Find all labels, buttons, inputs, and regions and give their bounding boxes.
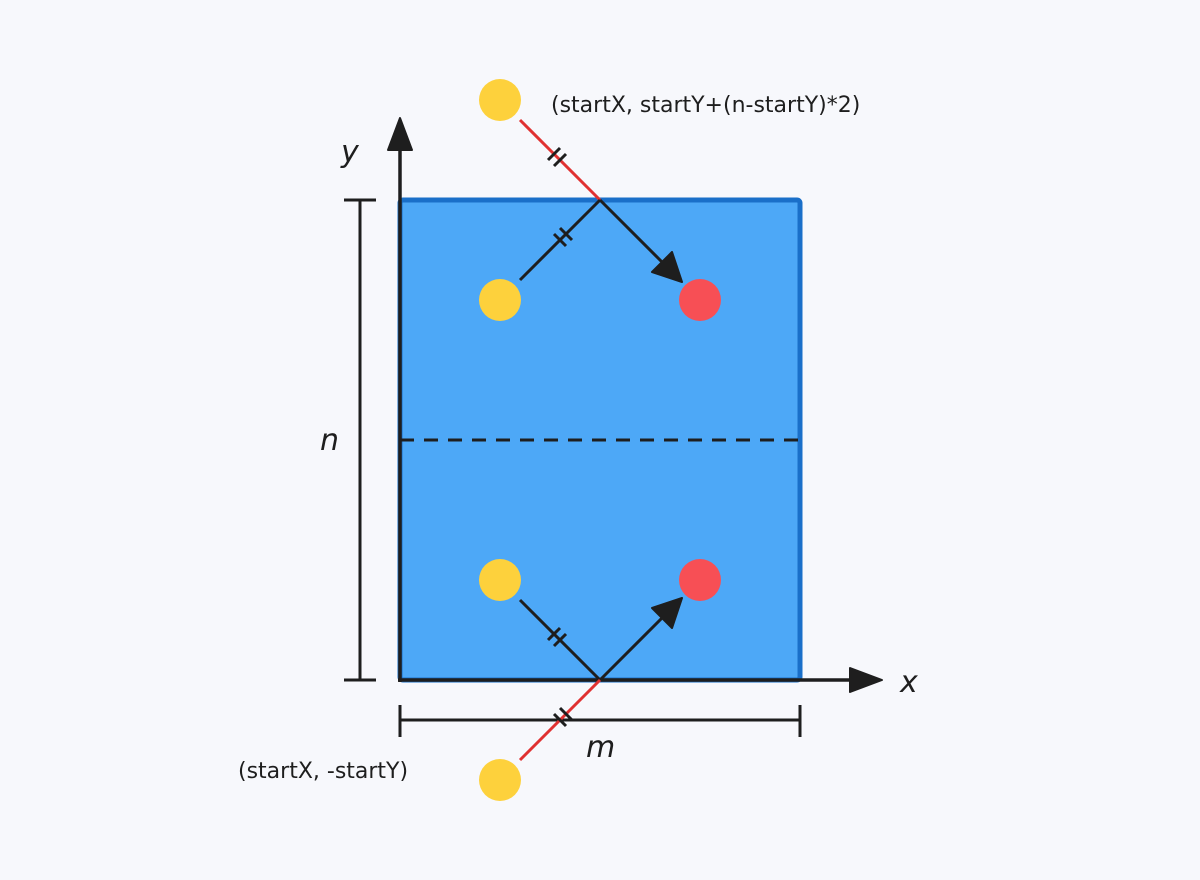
top-mirror-tick <box>546 146 568 168</box>
bottom-outgoing-path <box>598 610 670 682</box>
height-dimension <box>344 198 376 682</box>
bottom-outgoing-arrowhead <box>651 597 683 629</box>
width-label: m <box>586 730 615 765</box>
reflection-bottom-label: (startX, -startY) <box>238 759 408 784</box>
x-axis-arrowhead <box>849 667 883 693</box>
top-outgoing-path <box>598 198 670 270</box>
reflected-start-point-top <box>479 79 521 121</box>
x-axis-label: x <box>899 665 918 700</box>
y-axis-arrowhead <box>387 117 413 151</box>
start-point-bottom <box>479 559 521 601</box>
target-point-top <box>679 279 721 321</box>
reflected-start-point-bottom <box>479 759 521 801</box>
start-point-top <box>479 279 521 321</box>
width-dimension <box>398 705 802 737</box>
target-point-bottom <box>679 559 721 601</box>
reflection-top-label: (startX, startY+(n-startY)*2) <box>551 93 860 118</box>
height-label: n <box>320 423 339 458</box>
top-incoming-tick <box>552 226 574 248</box>
bottom-incoming-tick <box>546 626 568 648</box>
top-outgoing-arrowhead <box>651 251 683 283</box>
y-axis-label: y <box>340 135 360 170</box>
bottom-mirror-tick <box>552 706 574 728</box>
